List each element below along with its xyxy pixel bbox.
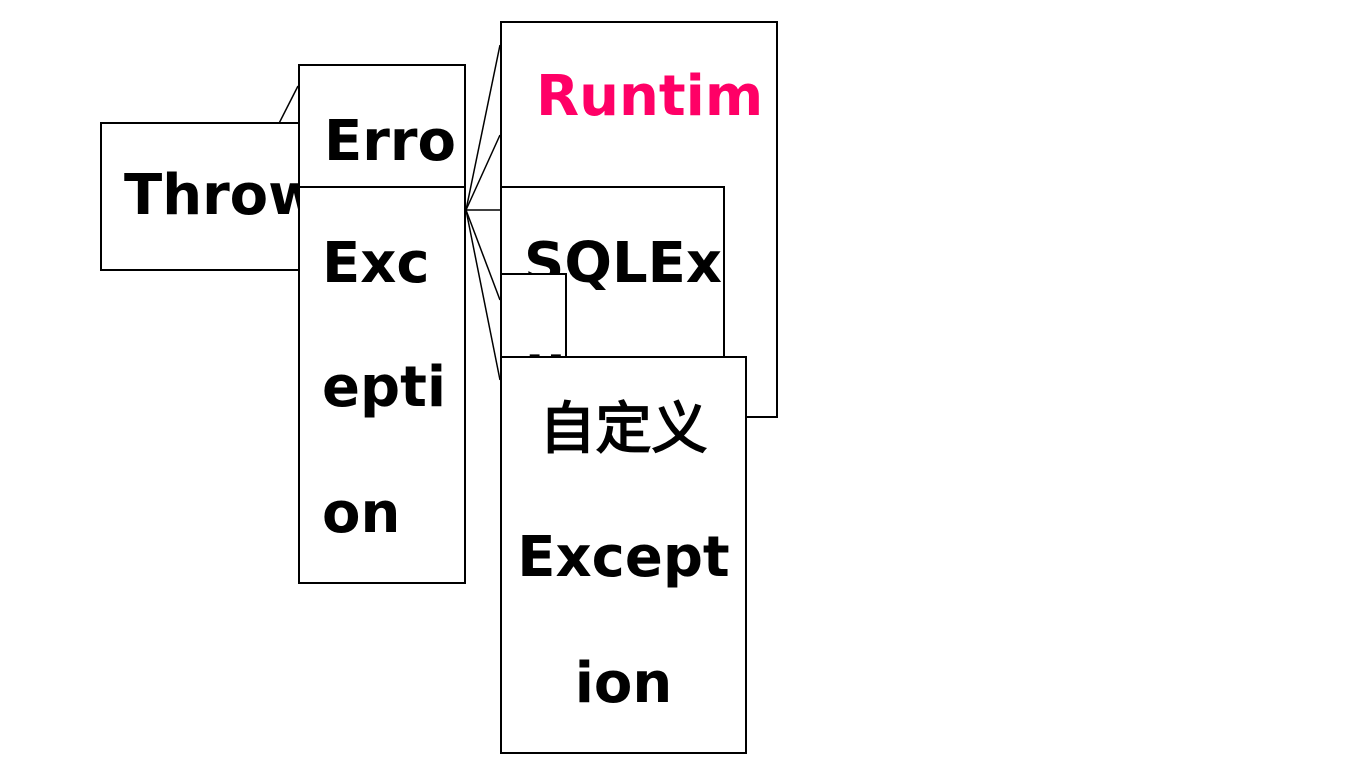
node-error-label: Erro — [324, 109, 456, 174]
connector-exception-runtime — [465, 44, 501, 211]
node-custom-exception: 自定义 Except ion — [500, 356, 747, 754]
node-runtime-exception-label-line-1: Runtim — [536, 64, 764, 129]
node-exception-label-line-2: epti — [322, 355, 447, 420]
node-exception-label-line-1: Exc — [322, 231, 430, 296]
connector-exception-ellipsis — [465, 209, 501, 301]
node-throwable-label: Throw — [124, 163, 298, 228]
connector-exception-runtime-2 — [465, 134, 501, 211]
node-exception: Exc epti on — [298, 186, 466, 584]
node-custom-exception-label-line-2: Except — [517, 525, 730, 590]
node-throwable: Throw — [100, 122, 300, 271]
node-custom-exception-label-line-3: ion — [574, 651, 673, 716]
connector-exception-custom — [465, 209, 501, 381]
node-custom-exception-label-line-1: 自定义 — [539, 397, 708, 462]
node-exception-label-line-3: on — [322, 481, 401, 546]
